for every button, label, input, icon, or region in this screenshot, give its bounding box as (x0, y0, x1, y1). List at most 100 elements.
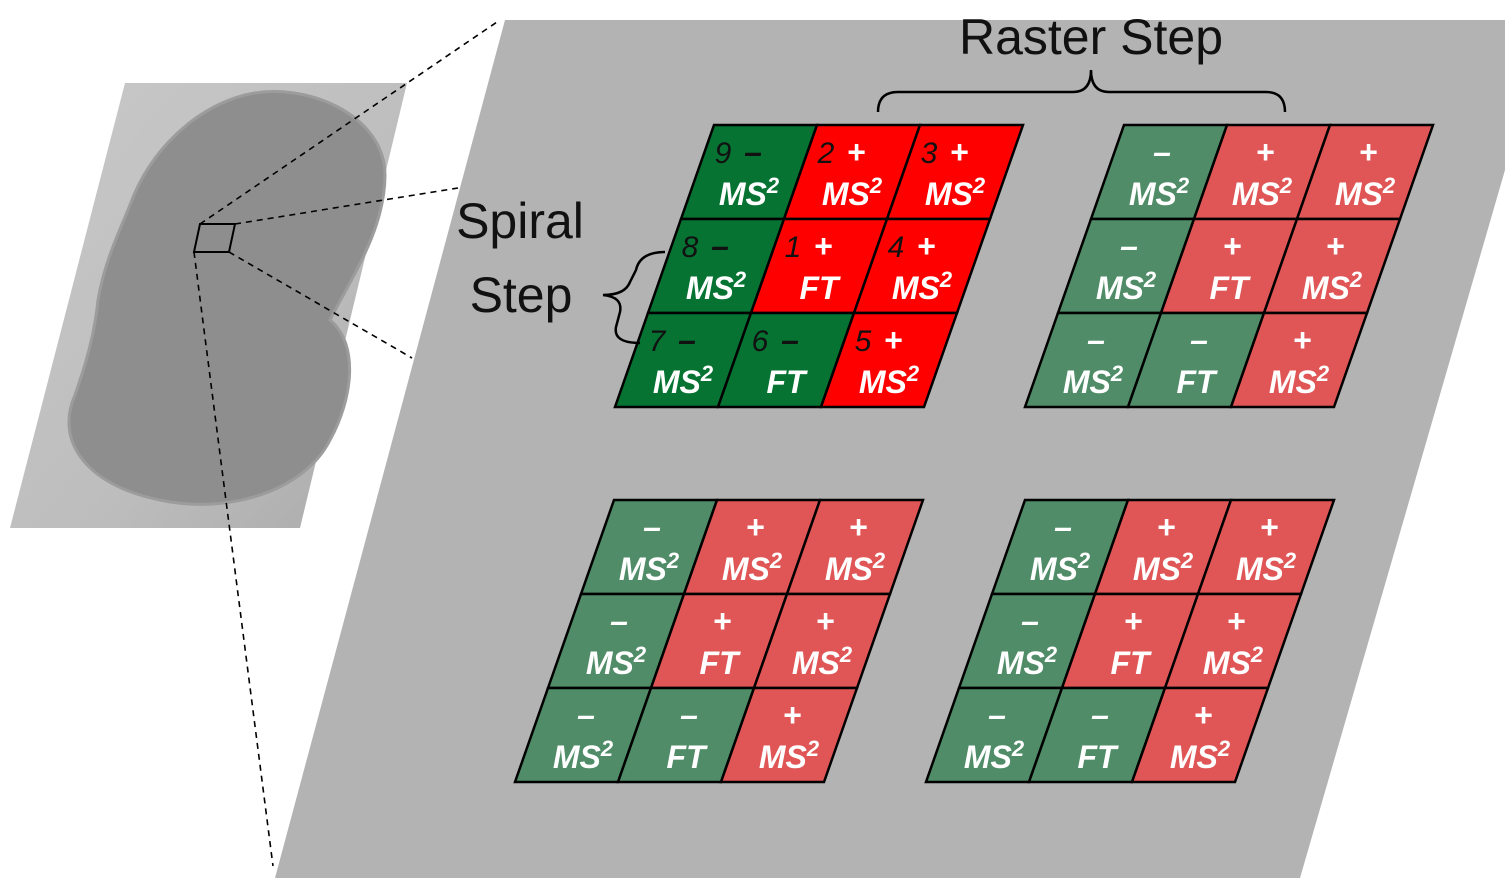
polarity-sign: + (1124, 603, 1143, 639)
acquisition-order-number: 6 (752, 325, 769, 358)
polarity-sign: – (1087, 322, 1105, 358)
polarity-sign: – (1021, 603, 1039, 639)
grid-cell: 6– FT (716, 311, 856, 409)
grid-cell: 2+MS2 (782, 123, 922, 221)
polarity-sign: + (783, 697, 802, 733)
polarity-sign: – (1190, 322, 1208, 358)
polarity-sign: – (610, 603, 628, 639)
polarity-sign: + (884, 322, 903, 358)
scan-mode-label: MS2 (1203, 642, 1264, 681)
polarity-sign: + (1326, 228, 1345, 264)
grid-cell: –MS2 (579, 498, 719, 596)
spiral-step-annotation: Spiral Step (456, 193, 666, 345)
raster-step-label: Raster Step (959, 9, 1223, 65)
polarity-sign: + (1260, 509, 1279, 545)
pixel-grid-3: –MS2+MS2+MS2–MS2+FT+MS2–MS2–FT+MS2 (513, 498, 925, 784)
scan-mode-label: MS2 (892, 267, 953, 306)
scan-mode-label: FT (799, 270, 841, 306)
grid-cell: +MS2 (1192, 123, 1332, 221)
zoom-projection-lines (193, 21, 498, 867)
scan-mode-label: MS2 (822, 173, 883, 212)
positive-mode-cell (719, 686, 859, 784)
grid-cell: –MS2 (546, 592, 686, 690)
spiral-step-brace (602, 250, 666, 345)
polarity-sign: – (643, 509, 661, 545)
polarity-sign: + (1223, 228, 1242, 264)
acquisition-order-number: 1 (785, 231, 802, 264)
grid-cell: –MS2 (1056, 217, 1196, 315)
grid-cell: 5+MS2 (819, 311, 959, 409)
polarity-sign: + (950, 134, 969, 170)
positive-mode-cell (819, 311, 959, 409)
pixel-grid-2: –MS2+MS2+MS2–MS2+FT+MS2–MS2–FT+MS2 (1023, 123, 1435, 409)
polarity-sign: – (744, 134, 762, 170)
polarity-sign: + (1194, 697, 1213, 733)
polarity-sign: – (988, 697, 1006, 733)
polarity-sign: – (680, 697, 698, 733)
polarity-sign: – (711, 228, 729, 264)
grid-cell: – FT (616, 686, 756, 784)
scan-mode-label: FT (699, 645, 741, 681)
raster-step-annotation: Raster Step (876, 9, 1287, 113)
polarity-sign: + (746, 509, 765, 545)
scan-mode-label: MS2 (925, 173, 986, 212)
acquisition-order-number: 5 (855, 325, 872, 358)
scan-mode-label: FT (666, 739, 708, 775)
acquisition-order-number: 2 (817, 137, 835, 170)
grid-cell: –MS2 (1089, 123, 1229, 221)
grid-cell: + FT (1159, 217, 1299, 315)
grid-cell: +MS2 (719, 686, 859, 784)
polarity-sign: + (1157, 509, 1176, 545)
grid-cell: 1+FT (749, 217, 889, 315)
polarity-sign: – (781, 322, 799, 358)
scan-mode-label: FT (1176, 364, 1218, 400)
polarity-sign: + (1359, 134, 1378, 170)
positive-mode-cell (1229, 311, 1369, 409)
polarity-sign: + (1293, 322, 1312, 358)
scan-mode-label: FT (1077, 739, 1119, 775)
polarity-sign: – (678, 322, 696, 358)
polarity-sign: – (1091, 697, 1109, 733)
scan-mode-label: FT (1209, 270, 1251, 306)
polarity-sign: + (849, 509, 868, 545)
grid-cell: +MS2 (785, 498, 925, 596)
acquisition-order-number: 4 (888, 231, 905, 264)
spiral-step-label-line2: Step (470, 267, 573, 323)
polarity-sign: + (713, 603, 732, 639)
grid-cell: +MS2 (752, 592, 892, 690)
polarity-sign: – (1120, 228, 1138, 264)
scan-mode-label: FT (1110, 645, 1152, 681)
positive-mode-cell (1130, 686, 1270, 784)
grid-cell: +MS2 (1229, 311, 1369, 409)
polarity-sign: + (1256, 134, 1275, 170)
pixel-grid-4: –MS2+MS2+MS2–MS2+FT+MS2–MS2–FT+MS2 (924, 498, 1336, 784)
acquisition-order-number: 8 (682, 231, 699, 264)
grid-cell: –MS2 (1023, 311, 1163, 409)
polarity-sign: – (1153, 134, 1171, 170)
grid-cell: +MS2 (682, 498, 822, 596)
acquisition-order-number: 9 (715, 137, 732, 170)
polarity-sign: + (1227, 603, 1246, 639)
raster-step-brace (876, 69, 1287, 113)
polarity-sign: + (816, 603, 835, 639)
grid-cell: 8–MS2 (646, 217, 786, 315)
grid-cell: + FT (1060, 592, 1200, 690)
polarity-sign: – (577, 697, 595, 733)
grid-cell: +MS2 (1196, 498, 1336, 596)
grid-cell: 3+MS2 (885, 123, 1025, 221)
pixel-grids: 9–MS22+MS23+MS28–MS21+FT4+MS27–MS26–FT5+… (513, 123, 1435, 784)
grid-cell: – FT (1126, 311, 1266, 409)
scan-mode-label: FT (766, 364, 808, 400)
grid-cell: 7–MS2 (613, 311, 753, 409)
grid-cell: +MS2 (1093, 498, 1233, 596)
tissue-section-image (10, 83, 407, 528)
grid-cell: +MS2 (1130, 686, 1270, 784)
grid-cell: –MS2 (513, 686, 653, 784)
tissue-section-shape (67, 90, 387, 506)
polarity-sign: – (1054, 509, 1072, 545)
acquisition-order-number: 7 (649, 325, 667, 358)
grid-cell: +MS2 (1163, 592, 1303, 690)
spiral-step-label-line1: Spiral (456, 193, 584, 249)
grid-cell: – FT (1027, 686, 1167, 784)
